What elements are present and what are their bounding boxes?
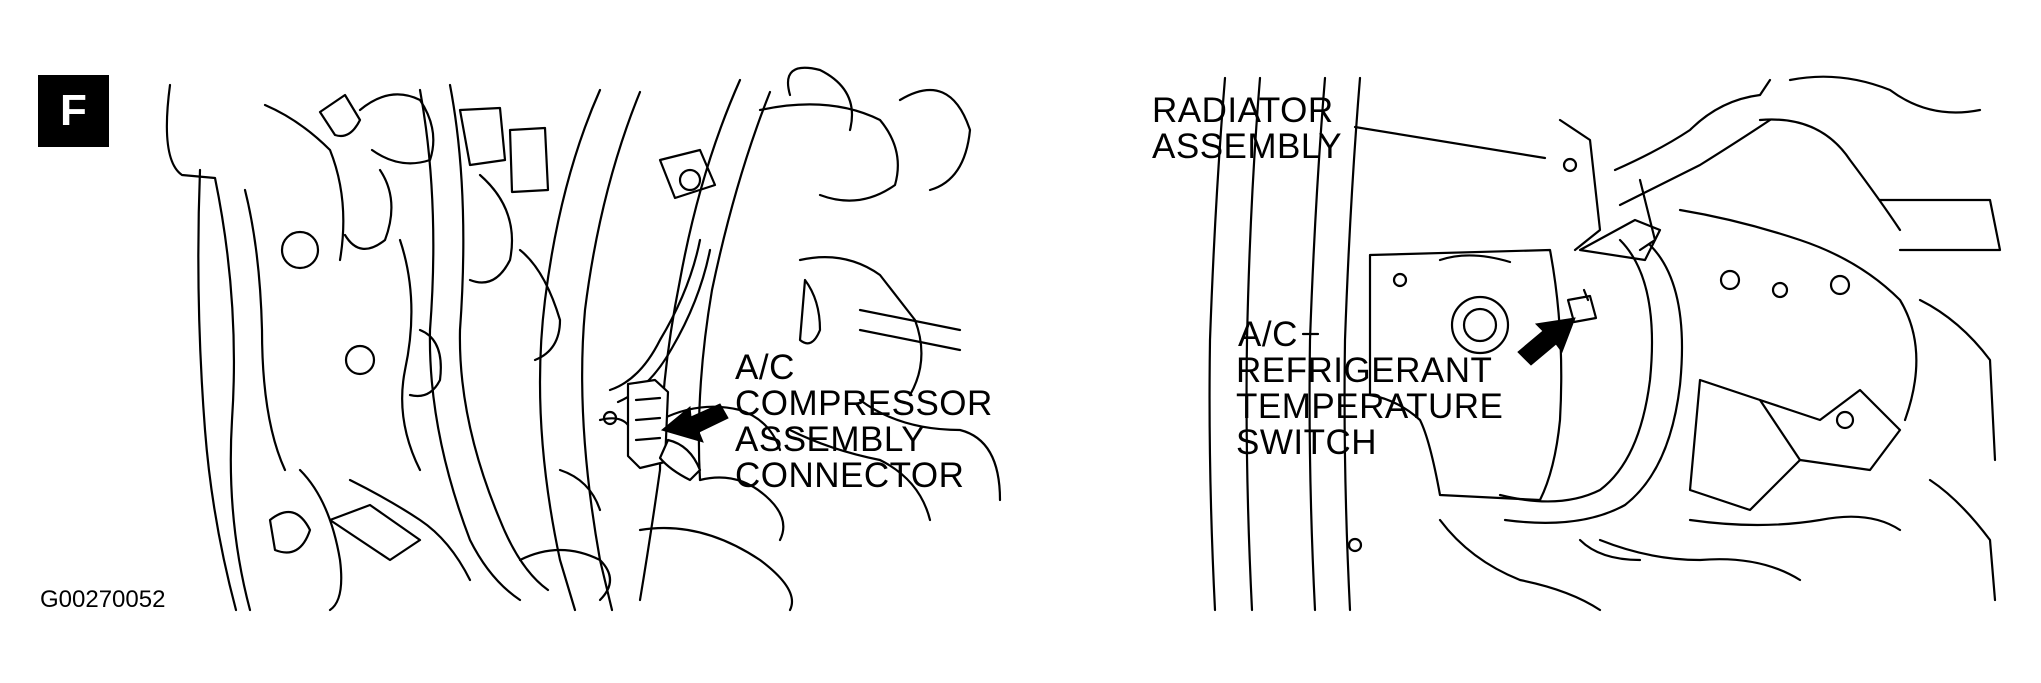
right-radiator-view [1208,75,2002,612]
callout-line: REFRIGERANT [1236,351,1493,390]
callout-line: ASSEMBLY [1152,127,1343,166]
figure-code: G00270052 [40,586,166,613]
arrow-pointer-icon [1517,317,1576,366]
callout-line: SWITCH [1236,423,1378,462]
radiator-leader-line [1353,125,1547,160]
left-engine-view [165,66,1002,612]
callout-line: A/C [735,348,795,387]
callout-line: CONNECTOR [735,456,965,495]
callout-line: COMPRESSOR [735,384,993,423]
figure-badge: F [38,75,109,147]
left-body-edge-2 [197,168,238,612]
callout-line: ASSEMBLY [735,420,926,459]
callout-line: TEMPERATURE [1236,387,1504,426]
callout-line: RADIATOR [1152,91,1334,130]
arrow-pointer-icon [660,403,729,443]
callout-line: A/C [1238,315,1298,354]
temperature-switch-shape [1566,294,1598,324]
left-body-edge [165,83,252,612]
